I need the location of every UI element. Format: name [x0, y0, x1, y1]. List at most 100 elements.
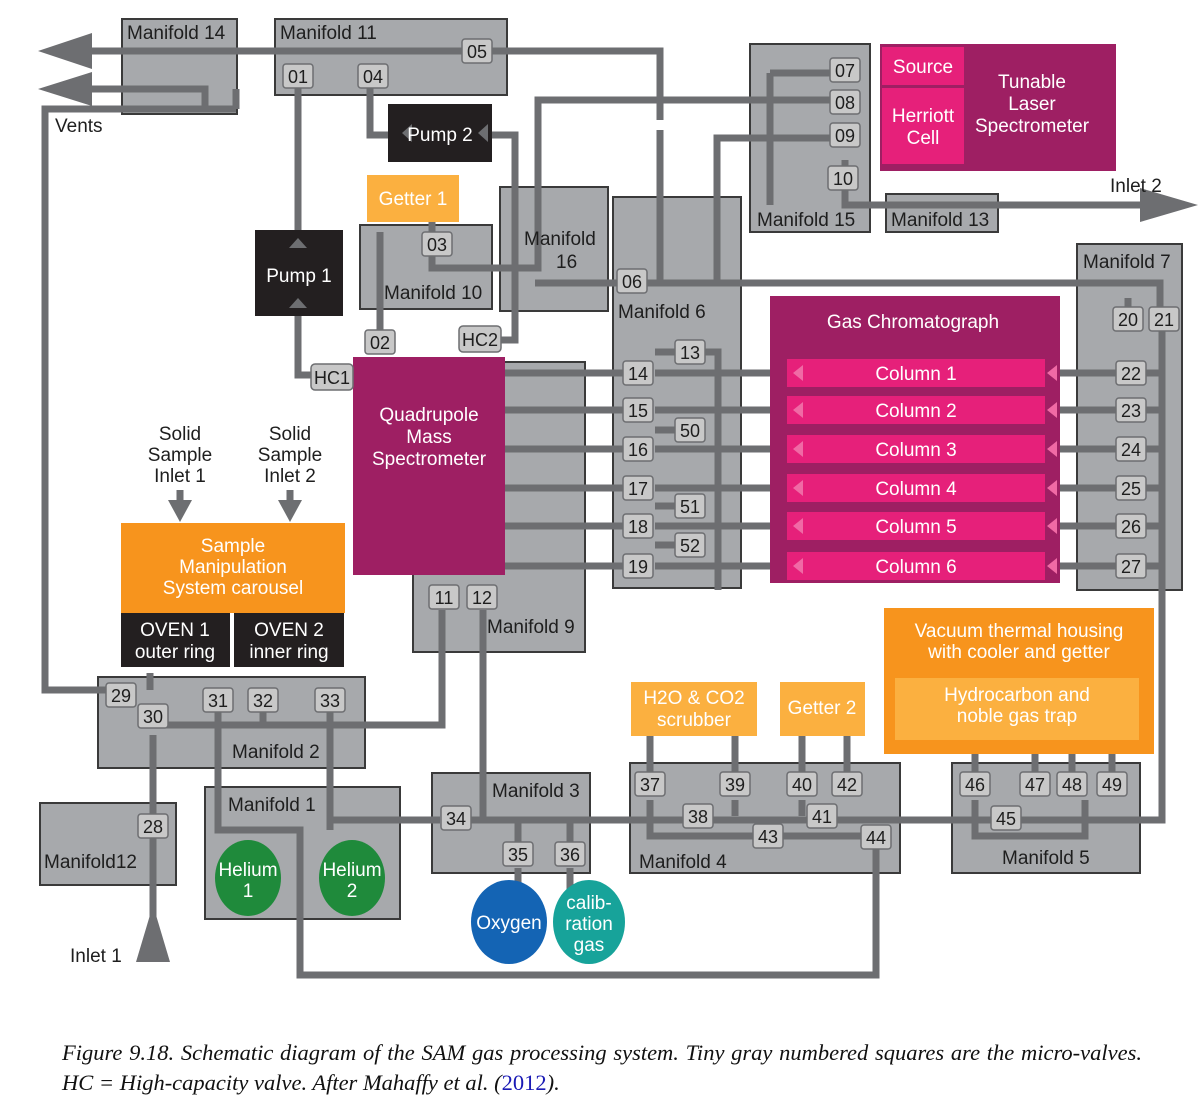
- pump-1: Pump 1: [255, 230, 343, 316]
- inlet1-label: Inlet 1: [70, 946, 122, 967]
- ssi1-label-line3: Inlet 1: [154, 466, 206, 487]
- gc-column-6-bar: [787, 552, 1045, 580]
- oven1-label-line1: OVEN 1: [140, 620, 210, 641]
- ssi2-label-line2: Sample: [258, 445, 322, 466]
- valve-02-box: [364, 329, 396, 355]
- pump1-label: Pump 1: [266, 266, 331, 287]
- valve-34-box: [440, 805, 472, 831]
- ssi2-label-line3: Inlet 2: [264, 466, 316, 487]
- hc2-valve: [458, 325, 502, 353]
- valve-39-label: 39: [725, 775, 745, 795]
- gc-column-4-arrow-left: [793, 480, 803, 496]
- manifold-16-label-line2: 16: [556, 252, 577, 273]
- oven-1-box: [121, 613, 230, 667]
- herriott-label-line2: Cell: [907, 128, 940, 149]
- gc-column-6-arrow-right: [1047, 558, 1057, 574]
- gc-column-4-bar: [787, 474, 1045, 502]
- valve-13-box: [674, 339, 706, 365]
- valve-20-box: [1112, 306, 1144, 332]
- manifold-13-box: [885, 193, 999, 233]
- manifold-14-label: Manifold 14: [127, 23, 226, 44]
- qms-label-line1: Quadrupole: [379, 405, 478, 426]
- valve-35-label: 35: [508, 845, 528, 865]
- gc-column-5-arrow-right: [1047, 518, 1057, 534]
- valve-48-label: 48: [1062, 775, 1082, 795]
- valve-25-label: 25: [1121, 479, 1141, 499]
- valve-48-box: [1056, 771, 1088, 797]
- gc-column-2-arrow-left: [793, 402, 803, 418]
- gc-column-6-arrow-left: [793, 558, 803, 574]
- getter1-label: Getter 1: [379, 189, 448, 210]
- sms-carousel-box: [121, 523, 345, 613]
- getter2-label: Getter 2: [788, 698, 857, 719]
- valve-12-box: [466, 584, 498, 610]
- valve-23-box: [1115, 397, 1147, 423]
- valve-34-label: 34: [446, 809, 466, 829]
- caption-reference-link[interactable]: 2012: [501, 1070, 547, 1095]
- gc-column-5-bar: [787, 512, 1045, 540]
- ssi1-label-line1: Solid: [159, 424, 201, 445]
- ssi2-label-line1: Solid: [269, 424, 311, 445]
- valve-14-box: [622, 360, 654, 386]
- gc-column-2-arrow-right: [1047, 402, 1057, 418]
- manifold-13-label: Manifold 13: [891, 210, 989, 231]
- sms-label-line1: Sample: [201, 536, 265, 557]
- valve-52-label: 52: [680, 536, 700, 556]
- tunable-laser-spectrometer: Source Herriott Cell Tunable Laser Spect…: [880, 44, 1116, 171]
- valve-28-label: 28: [143, 817, 163, 837]
- gc-column-6-label: Column 6: [875, 557, 956, 578]
- valve-16-box: [622, 436, 654, 462]
- valve-10-box: [827, 165, 859, 191]
- qms-label-line3: Spectrometer: [372, 449, 487, 470]
- pipe-network: [41, 47, 1166, 979]
- valve-27-label: 27: [1121, 557, 1141, 577]
- manifold-6-label: Manifold 6: [618, 302, 706, 323]
- valve-05-box: [461, 38, 493, 64]
- manifold-labels: Manifold 14 Manifold 11 Manifold 15 Mani…: [44, 23, 1171, 873]
- hc2-label: HC2: [462, 330, 498, 350]
- hydrocarbon-trap-box: [895, 678, 1139, 740]
- scrubber-label-line1: H2O & CO2: [643, 688, 744, 709]
- valve-24-box: [1115, 436, 1147, 462]
- caption-tail: ).: [546, 1070, 560, 1095]
- qms-box: [353, 357, 505, 575]
- valve-10-label: 10: [833, 169, 853, 189]
- figure-caption: Figure 9.18. Schematic diagram of the SA…: [62, 1038, 1142, 1098]
- valve-05-label: 05: [467, 42, 487, 62]
- manifold-14-box: [121, 18, 238, 115]
- caption-text: Figure 9.18. Schematic diagram of the SA…: [62, 1040, 1142, 1095]
- helium1-label-line2: 1: [243, 881, 254, 902]
- valve-44-label: 44: [866, 828, 886, 848]
- gc-label: Gas Chromatograph: [827, 312, 999, 333]
- valve-43-label: 43: [758, 827, 778, 847]
- valve-45-label: 45: [996, 809, 1016, 829]
- valve-50-label: 50: [680, 421, 700, 441]
- oven-2-box: [234, 613, 344, 667]
- valve-47-label: 47: [1025, 775, 1045, 795]
- oven2-label-line1: OVEN 2: [254, 620, 324, 641]
- valve-15-box: [622, 397, 654, 423]
- manifold-16-label-line1: Manifold: [524, 229, 596, 250]
- valve-36-box: [554, 841, 586, 867]
- valve-01-box: [282, 63, 314, 89]
- valve-14-label: 14: [628, 364, 648, 384]
- manifold-5-label: Manifold 5: [1002, 848, 1090, 869]
- helium2-label-line2: 2: [347, 881, 358, 902]
- valve-31-label: 31: [208, 691, 228, 711]
- ssi1-label-line2: Sample: [148, 445, 212, 466]
- valve-25-box: [1115, 475, 1147, 501]
- helium-1-tank: Helium 1: [215, 840, 281, 916]
- valve-47-box: [1019, 771, 1051, 797]
- gc-column-2-bar: [787, 396, 1045, 424]
- pump2-label: Pump 2: [407, 125, 472, 146]
- gc-column-3-arrow-right: [1047, 441, 1057, 457]
- valve-04-box: [357, 63, 389, 89]
- gc-column-4-arrow-right: [1047, 480, 1057, 496]
- gc-column-2-label: Column 2: [875, 401, 956, 422]
- scrubber-label-line2: scrubber: [657, 710, 732, 731]
- valve-17-box: [622, 475, 654, 501]
- getter-2-box: [780, 682, 865, 736]
- valve-02-label: 02: [370, 333, 390, 353]
